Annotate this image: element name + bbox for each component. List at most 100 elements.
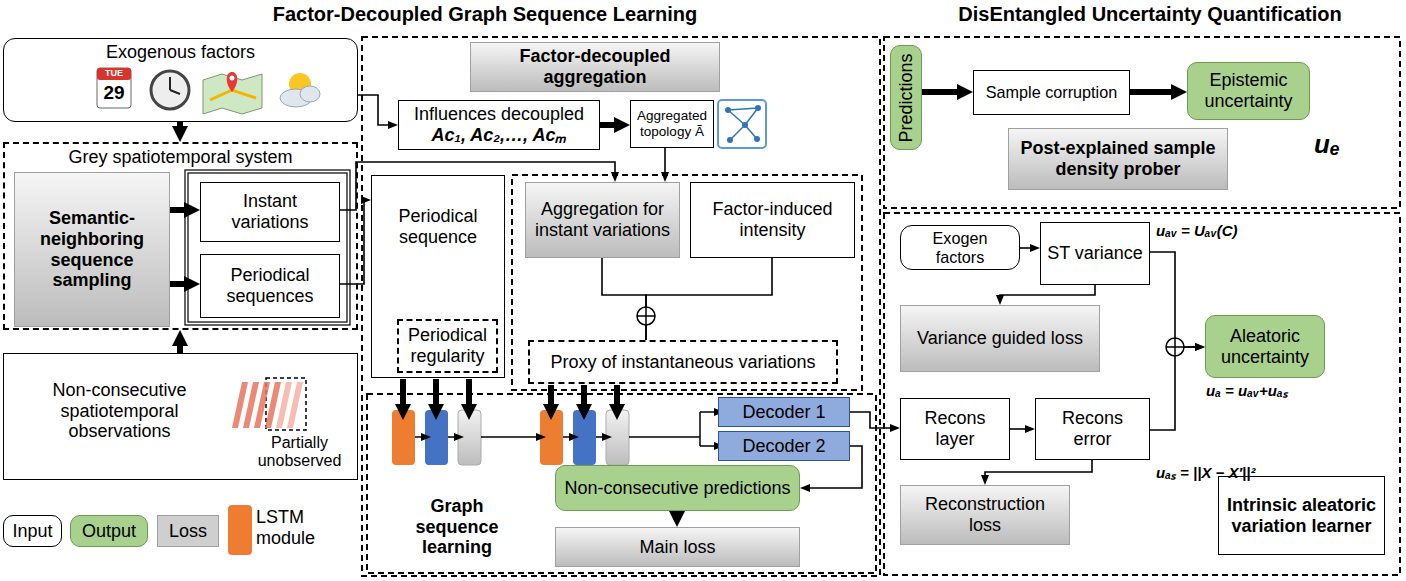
connector [340,200,365,284]
process-box: Sample corruption [973,70,1130,115]
connector [985,460,1092,479]
lstm-chain [540,410,563,465]
map-icon [230,76,235,81]
lstm-chain [466,379,472,410]
topology-icon [727,137,733,143]
legend-text: LSTM module [256,507,331,548]
lstm-chain [458,410,481,465]
process-box: Periodical sequences [200,254,340,318]
node-label: Reconstruction loss [907,494,1063,535]
node-label: Main loss [639,537,715,558]
connector [1020,247,1034,249]
loss-box: Factor-decoupled aggregation [470,42,720,92]
node-label: Recons layer [907,408,1003,449]
connector [358,95,392,125]
lstm-chain [481,436,540,438]
clock-icon [151,71,189,109]
node-label: Semantic-neighboring sequence sampling [21,208,163,291]
loss-box: Variance guided loss [900,305,1100,372]
node-label: Non-consecutive spatiotemporal observati… [12,380,227,442]
process-box: Recons error [1035,398,1150,460]
map-icon [203,74,262,114]
lstm-chain [700,445,718,447]
annotation: uₐₛ = ||X − X′||² [1156,464,1326,481]
connector [602,258,646,340]
annotation: Graph sequence learning [392,496,522,558]
dashed-panel [367,394,876,573]
loss-box: Main loss [555,527,800,567]
annotation: uₑ [1314,130,1374,160]
legend-swatch [228,505,252,555]
block-arrow [177,122,183,132]
topology-icon [742,122,748,128]
connector [664,148,666,176]
process-box: Instant variations [200,182,340,242]
loss-box: Semantic-neighboring sequence sampling [14,172,170,327]
sum-symbol [1174,338,1176,356]
node-label: Proxy of instantaneous variations [550,352,815,373]
lstm-chain [425,410,448,465]
topology-icon [718,100,766,148]
legend-swatch: Loss [157,515,219,547]
lstm-chain [392,379,718,465]
node-label: Exogen factors [907,229,1013,266]
topology-icon [745,108,758,125]
lstm-chain [433,379,439,410]
topology-icon [730,125,745,140]
legend-text: Output [82,521,136,542]
clock-icon [169,77,171,90]
output-box: Epistemic uncertainty [1187,62,1310,120]
double-frame [188,173,347,322]
observation-frames [287,382,303,428]
lstm-chain [700,411,718,413]
loss-box: Aggregation for instant variations [525,182,680,258]
decoder-box: Decoder 2 [718,431,850,461]
lstm-chain [629,436,700,438]
connector [1000,285,1095,299]
decoder-box: Decoder 1 [718,397,850,427]
topology-icon [754,136,760,142]
clock-icon [170,90,180,94]
topology-icon [755,105,761,111]
calendar-icon [97,68,131,80]
lstm-chain [581,385,587,410]
calendar-icon [97,68,131,108]
topology-icon [718,100,766,148]
icon-text: TUE [97,68,131,78]
legend-swatch: Input [3,515,62,547]
block-arrow [674,511,680,517]
block-arrow [177,340,183,353]
lstm-chain [614,385,620,410]
node-label: Aleatoric uncertainty [1212,326,1318,367]
dashed-panel [266,378,306,430]
node-label: Decoder 1 [742,402,825,423]
lstm-chain [448,436,458,438]
process-box: ST variance [1040,222,1150,285]
input-box: Exogenous factors [3,38,358,122]
lstm-chain [606,410,629,465]
map-icon [210,90,256,100]
node-label: Post-explained sample density prober [1015,138,1221,179]
output-box: Aleatoric uncertainty [1205,315,1325,378]
dashed-box: Proxy of instantaneous variations [528,340,838,384]
icon-text: 29 [97,82,131,104]
node-label: Factor-decoupled aggregation [477,46,713,87]
node-label: Decoder 2 [742,436,825,457]
dashed-panel [266,37,1400,576]
legend-text: Input [12,521,52,542]
node-label: Periodical regularity [405,325,490,366]
lstm-chain [548,385,554,410]
calendar-icon [97,68,131,108]
section-title: Factor-Decoupled Graph Sequence Learning [200,3,770,26]
process-box: Periodical sequencePeriodical regularity [371,175,505,378]
block-arrow [600,122,620,128]
node-label: Exogenous factors [106,42,255,63]
lstm-chain [573,410,596,465]
section-title: DisEntangled Uncertainty Quantification [935,3,1365,26]
observation-frames [232,382,303,428]
sum-symbol [637,307,655,325]
connector [1150,252,1199,347]
process-box: Recons layer [900,398,1010,460]
node-label: Sample corruption [986,83,1117,102]
